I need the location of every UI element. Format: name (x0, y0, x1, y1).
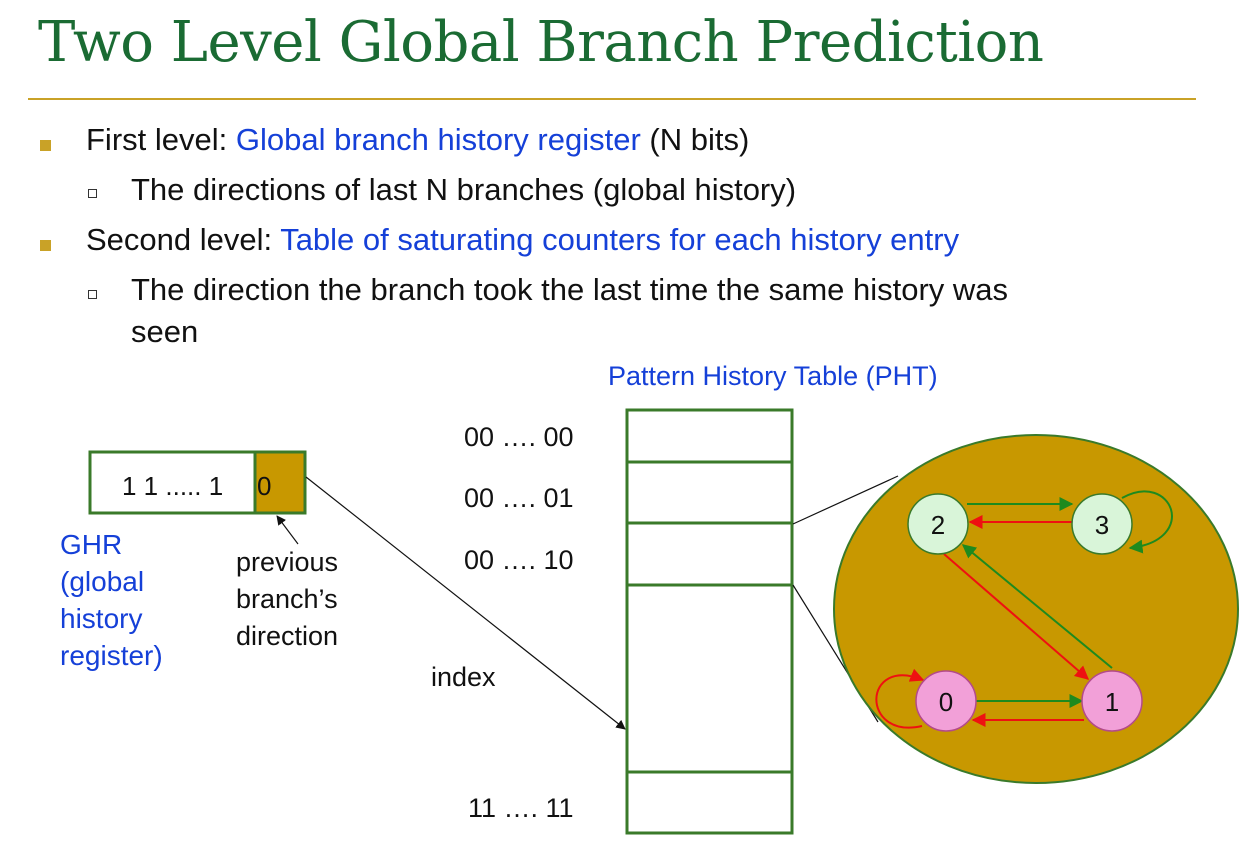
pht-row-label: 00 …. 01 (464, 483, 574, 513)
bullet-first-level: First level: Global branch history regis… (86, 122, 749, 158)
ghr-bits-text: 1 1 ..... 1 (122, 471, 223, 501)
ghr-label-line: register) (60, 640, 163, 671)
previous-direction-line: branch’s (236, 584, 338, 614)
state-3-node (1071, 493, 1133, 555)
zoom-line-top (792, 475, 899, 525)
pht-table (625, 408, 794, 835)
state-0-node (915, 670, 977, 732)
ghr-label-line: history (60, 603, 143, 634)
transition-1-to-2 (961, 544, 1113, 669)
bullet-second-level-prefix: Second level: (86, 222, 281, 257)
bullet-marker (40, 240, 51, 251)
ghr-label-line: (global (60, 566, 145, 597)
pht-row-label: 11 …. 11 (468, 793, 574, 823)
sub-bullet-marker (88, 189, 97, 198)
bullet-second-level: Second level: Table of saturating counte… (86, 222, 959, 258)
index-arrow (305, 476, 626, 730)
slide-title: Two Level Global Branch Prediction (38, 10, 1044, 75)
ghr-label: GHR (global history register) (60, 526, 163, 674)
state-machine-ellipse (833, 434, 1239, 784)
transition-3-self-loop (1121, 490, 1173, 554)
state-0-label: 0 (939, 687, 953, 717)
bullet-first-level-suffix: (N bits) (640, 122, 750, 157)
pht-row-label: 00 …. 10 (464, 545, 574, 575)
ghr-last-bit-text: 0 (257, 471, 271, 501)
sub-bullet-marker (88, 290, 97, 299)
ghr-register-box (88, 450, 257, 515)
previous-direction-line: direction (236, 621, 339, 651)
transition-2-to-1 (943, 553, 1090, 680)
state-2-node (907, 493, 969, 555)
index-label: index (431, 662, 496, 692)
transition-0-self-loop (875, 668, 925, 729)
state-3-label: 3 (1095, 510, 1109, 540)
state-1-node (1081, 670, 1143, 732)
ghr-last-bit-cell (253, 450, 307, 515)
state-2-label: 2 (931, 510, 945, 540)
state-1-label: 1 (1105, 687, 1119, 717)
pht-row-label: 00 …. 00 (464, 422, 574, 452)
bullet-second-level-highlight: Table of saturating counters for each hi… (280, 222, 960, 257)
pht-title: Pattern History Table (PHT) (608, 361, 938, 391)
bullet-marker (40, 140, 51, 151)
previous-direction-label: previous branch’s direction (236, 544, 338, 655)
sub-bullet-last-direction-line1: The direction the branch took the last t… (131, 272, 1009, 307)
prev-direction-arrow (276, 515, 299, 545)
sub-bullet-global-history: The directions of last N branches (globa… (131, 172, 797, 207)
title-divider (28, 98, 1196, 100)
previous-direction-line: previous (236, 547, 339, 577)
bullet-first-level-prefix: First level: (86, 122, 236, 157)
bullet-first-level-highlight: Global branch history register (235, 122, 641, 157)
sub-bullet-last-direction-line2: seen (131, 314, 199, 349)
ghr-label-line: GHR (60, 529, 123, 560)
